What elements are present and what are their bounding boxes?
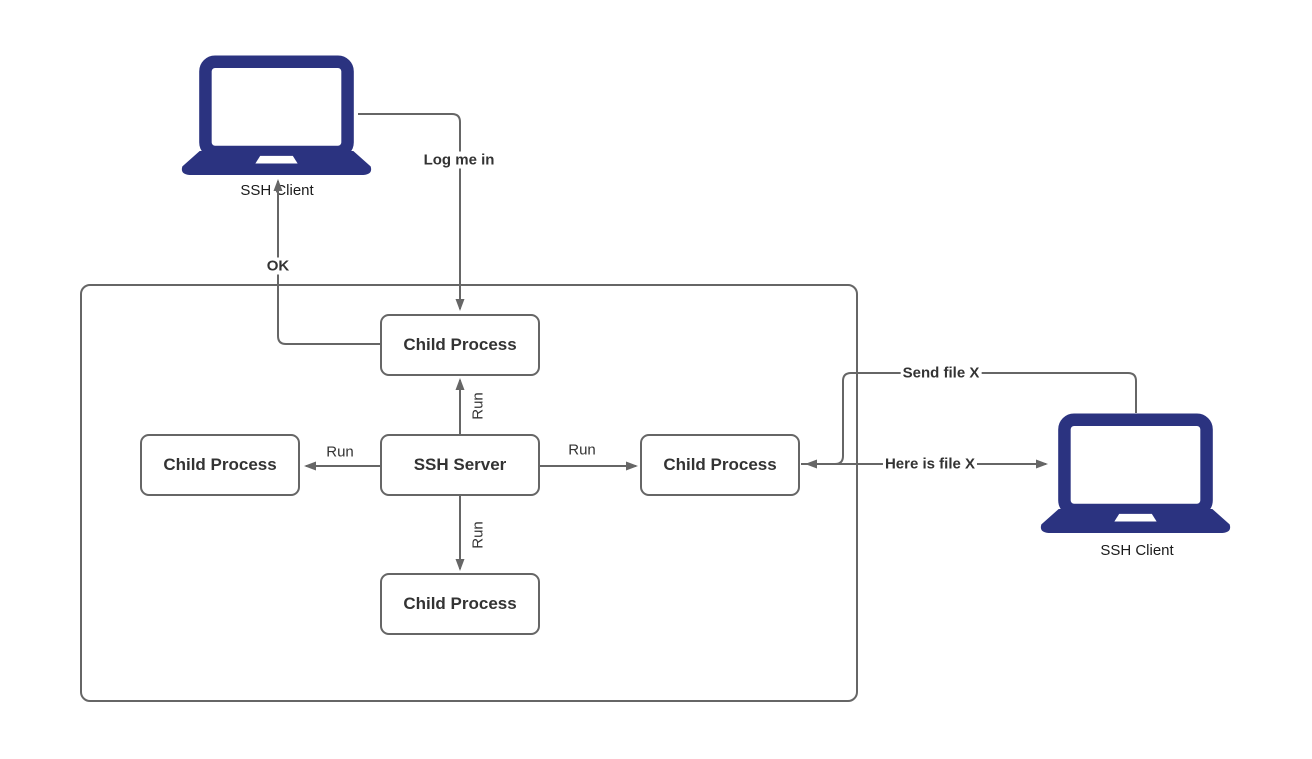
client-left-label: SSH Client [240, 182, 314, 199]
node-child-process-bottom: Child Process [380, 573, 540, 635]
edge-label-run-right: Run [568, 441, 596, 459]
edge-label-run-bottom: Run [469, 521, 487, 549]
laptop-icon-svg [181, 55, 372, 176]
edge-label-ok: OK [264, 257, 292, 275]
laptop-icon [1038, 413, 1233, 534]
node-child-process-top: Child Process [380, 314, 540, 376]
edge-label-run-top: Run [469, 392, 487, 420]
client-right-label: SSH Client [1100, 542, 1174, 559]
edge-label-run-left: Run [326, 443, 354, 461]
server-boundary-box [80, 284, 858, 702]
node-child-process-left: Child Process [140, 434, 300, 496]
node-ssh-server: SSH Server [380, 434, 540, 496]
edge-label-send-file-x: Send file X [900, 364, 982, 382]
edge-label-log-me-in: Log me in [421, 151, 497, 169]
laptop-icon [179, 55, 374, 176]
node-child-process-right: Child Process [640, 434, 800, 496]
edge-label-here-is-file-x: Here is file X [882, 455, 978, 473]
laptop-icon-svg [1040, 413, 1231, 534]
